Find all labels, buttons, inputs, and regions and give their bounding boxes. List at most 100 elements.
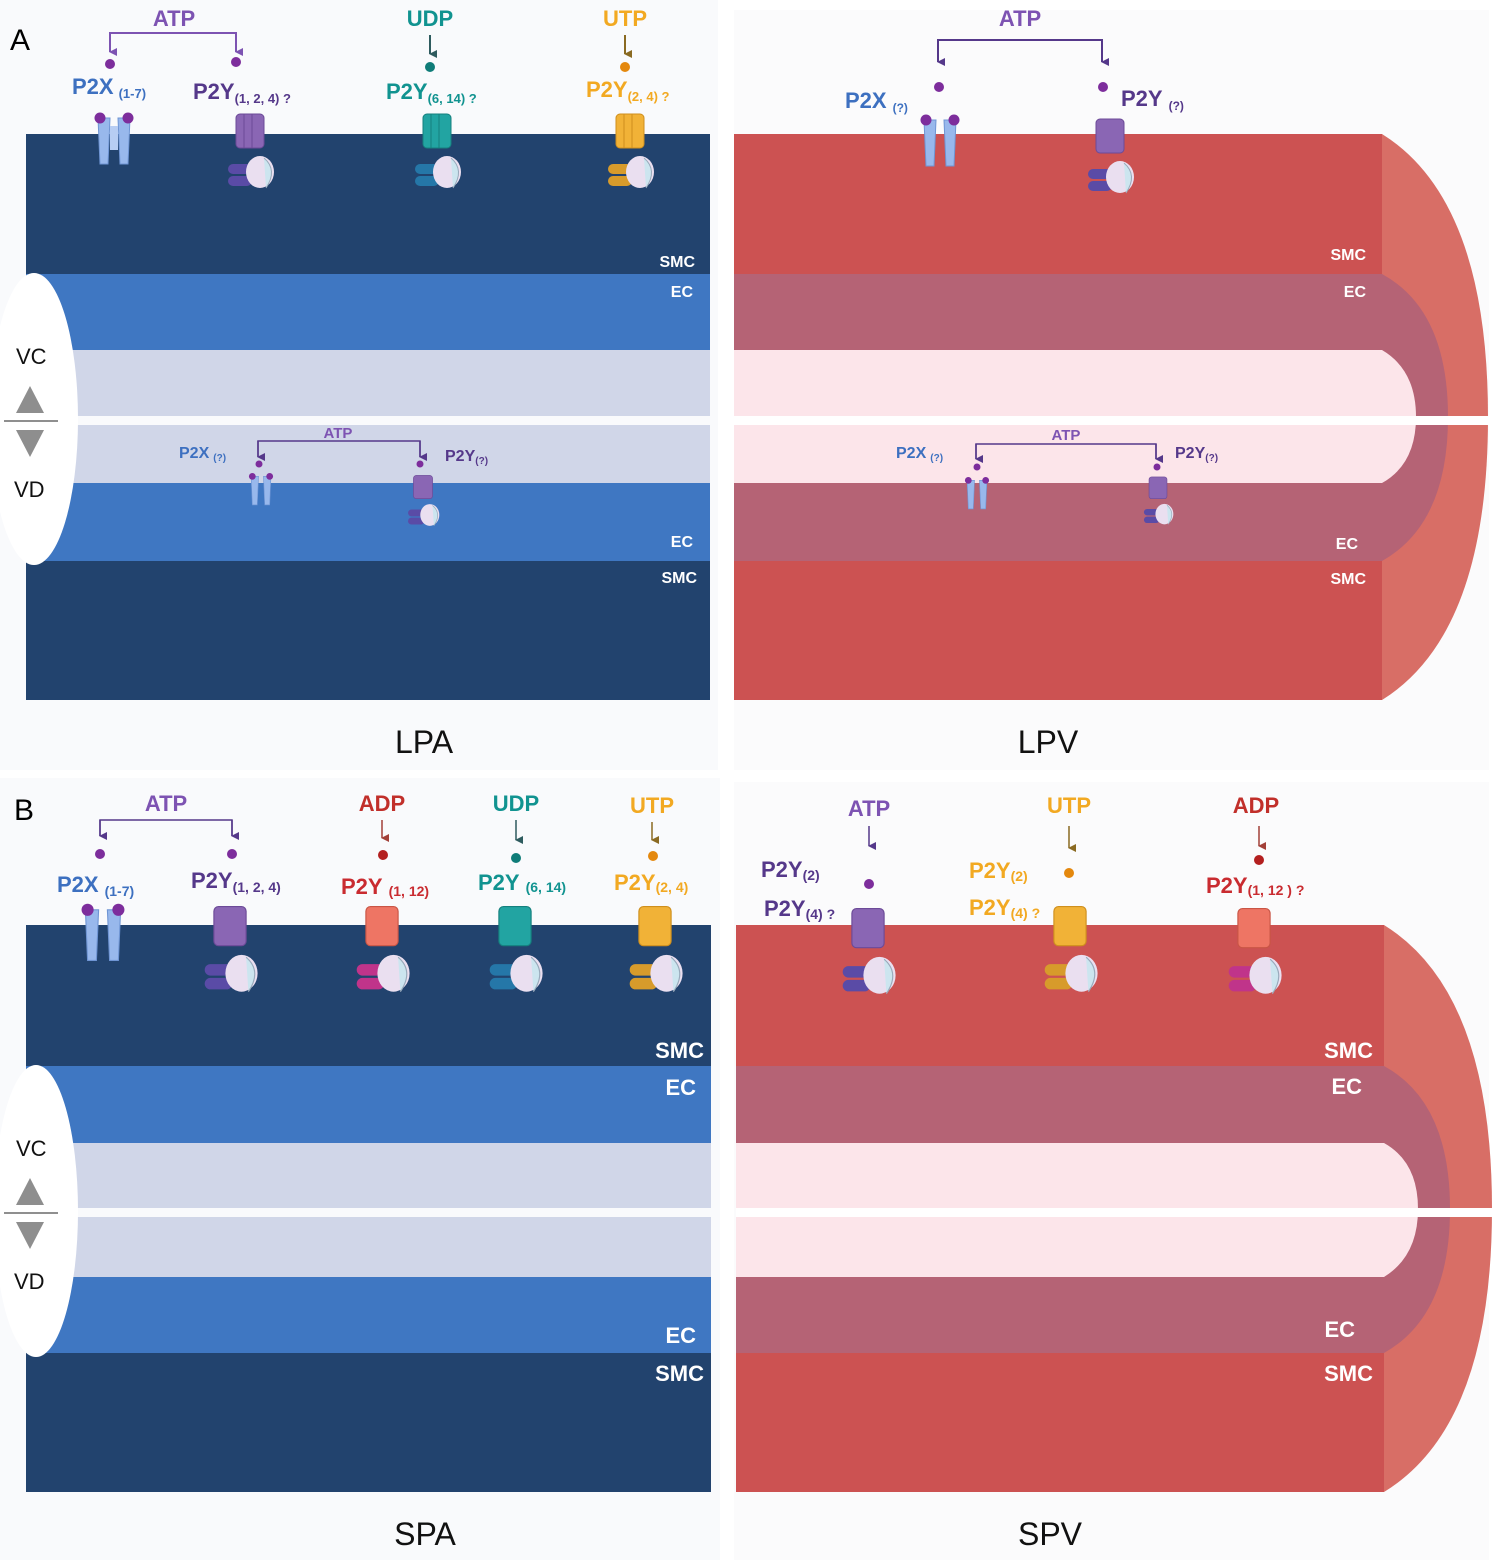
spa-smc-top-layer <box>26 925 711 1066</box>
lpv-p2y-label: P2Y(?) <box>1121 86 1184 113</box>
spv-title: SPV <box>1018 1516 1083 1552</box>
panel-b-vein: SMC EC EC SMC ATP UTP ADP P2Y(2) P2Y(4) … <box>736 793 1496 1552</box>
adp-dot-icon <box>1254 855 1264 865</box>
spa-top-signaling: ATP ADP UDP UTP P2X(1-7) P2Y(1, 2, 4) P2… <box>57 791 688 899</box>
lpa-ec-bottom-layer <box>26 483 710 561</box>
spa-ec-bottom-layer <box>26 1277 711 1353</box>
lpv-vessel: SMC EC EC SMC <box>734 134 1494 700</box>
lpa-vc-arrow-icon <box>16 386 44 413</box>
p2y-utp-receptor-icon <box>629 906 683 993</box>
atp-dot-icon <box>1153 463 1161 471</box>
p2x-receptor-icon <box>94 112 134 165</box>
lpv-title: LPV <box>1018 724 1079 760</box>
lpa-vessel-opening <box>0 273 78 565</box>
spa-smc-top-label: SMC <box>655 1038 704 1063</box>
p2y-receptor-icon <box>204 906 258 993</box>
p2y-receptor-icon <box>842 908 896 995</box>
panel-a-vein: SMC EC EC SMC ATP P2X(?) P2Y(?) <box>734 6 1494 760</box>
lpv-smc-bottom-label: SMC <box>1330 571 1366 588</box>
spv-atp-ligand: ATP <box>848 796 890 821</box>
spv-p2y-adp-label: P2Y(1, 12 ) ? <box>1206 873 1304 898</box>
lpa-p2y-label: P2Y(1, 2, 4) ? <box>193 79 291 106</box>
lpa-smc-top-label: SMC <box>659 254 695 271</box>
atp-dot-icon <box>227 849 237 859</box>
spa-atp-ligand: ATP <box>145 791 187 816</box>
p2y-adp-receptor-icon <box>1228 908 1282 995</box>
lpv-top-signaling: ATP P2X(?) P2Y(?) <box>845 6 1184 115</box>
p2x-receptor-icon <box>964 476 990 510</box>
atp-dot-icon <box>105 59 115 69</box>
p2y-receptor-icon <box>1088 118 1134 194</box>
lpa-p2y-udp-label: P2Y(6, 14) ? <box>386 79 477 106</box>
spa-p2y-adp-label: P2Y(1, 12) <box>341 874 429 899</box>
atp-dot-icon <box>231 57 241 67</box>
atp-dot-icon <box>934 82 944 92</box>
p2y-receptor-icon <box>408 475 440 527</box>
lpv-smc-top-label: SMC <box>1330 247 1366 264</box>
spa-smc-bottom-layer <box>26 1353 711 1492</box>
lpa-lumen-top <box>26 350 710 416</box>
spa-adp-ligand: ADP <box>359 791 405 816</box>
p2y-adp-receptor-icon <box>356 906 410 993</box>
lpv-bottom-p2x-label: P2X(?) <box>896 445 943 464</box>
atp-dot-icon <box>1098 82 1108 92</box>
spv-ec-top-label: EC <box>1331 1074 1362 1099</box>
lpv-ec-top-label: EC <box>1344 284 1367 301</box>
atp-dot-icon <box>255 460 263 468</box>
lpa-smc-bottom-layer <box>26 561 710 700</box>
spv-p2y2-utp-label: P2Y(2) <box>969 858 1028 884</box>
spa-ec-top-label: EC <box>665 1075 696 1100</box>
lpv-atp-ligand: ATP <box>999 6 1041 31</box>
lpv-p2x-label: P2X(?) <box>845 88 908 115</box>
lpa-bottom-p2y-label: P2Y(?) <box>445 448 488 467</box>
p2x-receptor-icon <box>248 472 274 506</box>
panel-letter-a: A <box>10 24 30 57</box>
spv-smc-top-label: SMC <box>1324 1038 1373 1063</box>
spv-vessel: SMC EC EC SMC <box>736 925 1496 1492</box>
p2y-receptor-icon <box>228 113 274 189</box>
spv-p2y4-label: P2Y(4) ? <box>764 896 835 922</box>
atp-dot-icon <box>973 463 981 471</box>
utp-dot-icon <box>648 851 658 861</box>
spa-p2y-label: P2Y(1, 2, 4) <box>191 868 281 895</box>
spv-ec-bottom-label: EC <box>1324 1317 1355 1342</box>
spa-utp-ligand: UTP <box>630 793 674 818</box>
utp-dot-icon <box>620 62 630 72</box>
lpa-bottom-atp-ligand: ATP <box>324 425 353 442</box>
lpa-p2x-label: P2X(1-7) <box>72 74 146 101</box>
lpv-bottom-signaling: ATP P2X(?) P2Y(?) <box>896 427 1218 471</box>
p2y-udp-receptor-icon <box>489 906 543 993</box>
panel-letter-b: B <box>14 794 34 827</box>
lpa-smc-bottom-label: SMC <box>661 570 697 587</box>
lpa-lumen-bottom <box>26 425 710 483</box>
lpa-vessel: VC VD SMC EC EC SMC <box>0 134 710 700</box>
p2x-receptor-icon <box>920 114 960 167</box>
lpa-top-signaling: ATP UDP UTP P2X(1-7) P2Y(1, 2, 4) ? P2Y(… <box>72 6 670 106</box>
spa-title: SPA <box>394 1516 456 1552</box>
spa-p2y-udp-label: P2Y(6, 14) <box>478 870 566 895</box>
udp-dot-icon <box>425 62 435 72</box>
lpa-ec-bottom-label: EC <box>671 534 694 551</box>
lpa-ec-top-label: EC <box>671 284 694 301</box>
spa-lumen-bottom <box>26 1217 711 1277</box>
spa-smc-bottom-label: SMC <box>655 1361 704 1386</box>
lpa-bottom-signaling: ATP P2X(?) P2Y(?) <box>179 425 488 468</box>
p2x-receptor-icon <box>81 903 125 961</box>
lpa-udp-ligand: UDP <box>407 6 453 31</box>
lpa-bottom-p2x-label: P2X(?) <box>179 445 226 464</box>
lpa-utp-ligand: UTP <box>603 6 647 31</box>
udp-dot-icon <box>511 853 521 863</box>
lpa-vd-arrow-icon <box>16 430 44 457</box>
lpv-ec-bottom-label: EC <box>1336 536 1359 553</box>
atp-dot-icon <box>95 849 105 859</box>
spa-udp-ligand: UDP <box>493 791 539 816</box>
spv-top-signaling: ATP UTP ADP P2Y(2) P2Y(4) ? P2Y(2) P2Y(4… <box>761 793 1304 922</box>
spv-smc-bottom-label: SMC <box>1324 1361 1373 1386</box>
spa-vc-label: VC <box>16 1136 47 1161</box>
lpa-ec-top-layer <box>26 274 710 350</box>
atp-dot-icon <box>864 879 874 889</box>
spv-p2y4-utp-label: P2Y(4) ? <box>969 895 1040 921</box>
spa-vessel: VC VD SMC EC EC SMC <box>0 925 711 1492</box>
p2y-udp-receptor-icon <box>415 113 461 189</box>
